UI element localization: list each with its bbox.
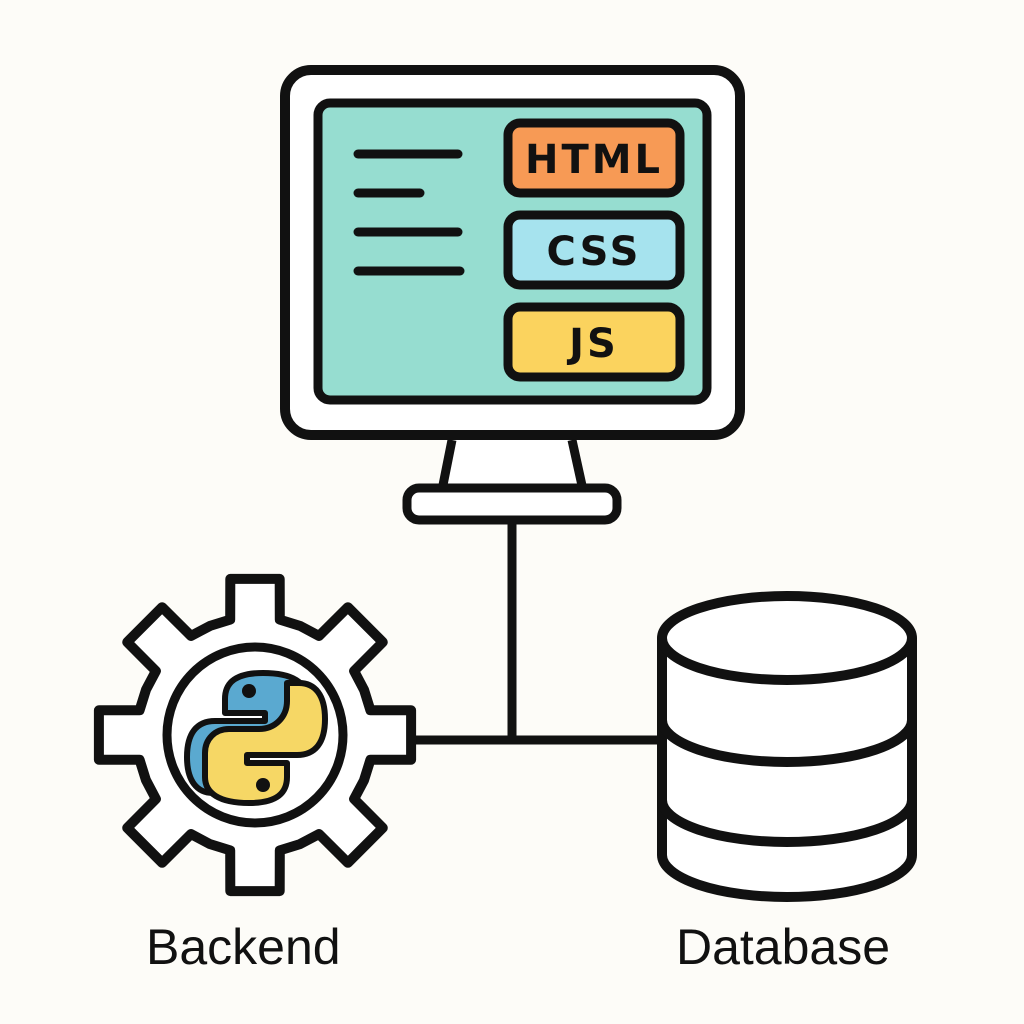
python-eye bbox=[242, 684, 256, 698]
tech-tag-html: HTML bbox=[503, 118, 685, 198]
tech-tag-js: JS bbox=[503, 302, 685, 382]
database-band bbox=[657, 799, 917, 847]
tech-tags: HTML CSS JS bbox=[503, 118, 685, 382]
tech-tag-label: HTML bbox=[525, 137, 663, 183]
database-band bbox=[657, 719, 917, 767]
monitor-neck bbox=[437, 439, 588, 495]
tech-tag-box bbox=[503, 302, 685, 382]
screen-text-lines bbox=[353, 149, 465, 276]
tech-tag-box bbox=[503, 118, 685, 198]
tech-tag-box bbox=[503, 210, 685, 290]
database-label: Database bbox=[676, 919, 891, 975]
python-yellow-half bbox=[202, 680, 328, 806]
tech-tag-label: JS bbox=[566, 321, 619, 367]
tech-tag-label: CSS bbox=[547, 229, 642, 275]
python-eye bbox=[256, 778, 270, 792]
gear-python-icon bbox=[93, 573, 417, 897]
database-cylinder-icon bbox=[657, 591, 917, 902]
tech-tag-css: CSS bbox=[503, 210, 685, 290]
monitor-base bbox=[402, 483, 622, 525]
backend-label: Backend bbox=[146, 919, 341, 975]
python-logo-icon bbox=[184, 670, 328, 806]
monitor-icon: HTML CSS JS bbox=[280, 65, 745, 525]
connector-lines bbox=[405, 515, 667, 745]
database-top bbox=[657, 591, 917, 685]
